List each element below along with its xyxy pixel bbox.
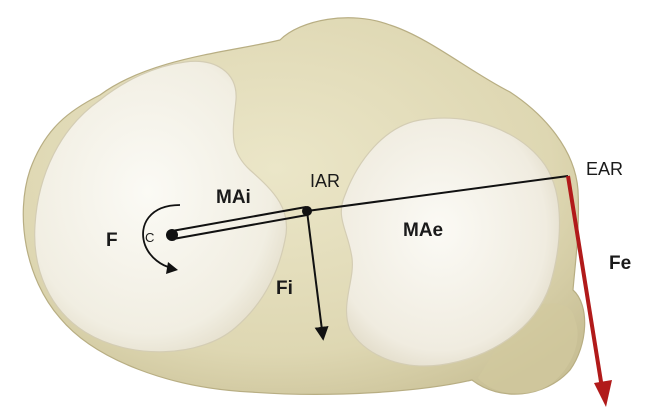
label-fe: Fe [609, 253, 631, 274]
label-mai: MAi [216, 187, 251, 208]
fe-arrowhead [594, 380, 612, 407]
center-point-c [166, 229, 178, 241]
label-f: F [106, 230, 118, 251]
iar-point [302, 206, 312, 216]
label-mae: MAe [403, 220, 443, 241]
label-c: C [145, 230, 154, 245]
label-fi: Fi [276, 278, 293, 299]
label-iar: IAR [310, 171, 340, 191]
label-ear: EAR [586, 159, 623, 179]
